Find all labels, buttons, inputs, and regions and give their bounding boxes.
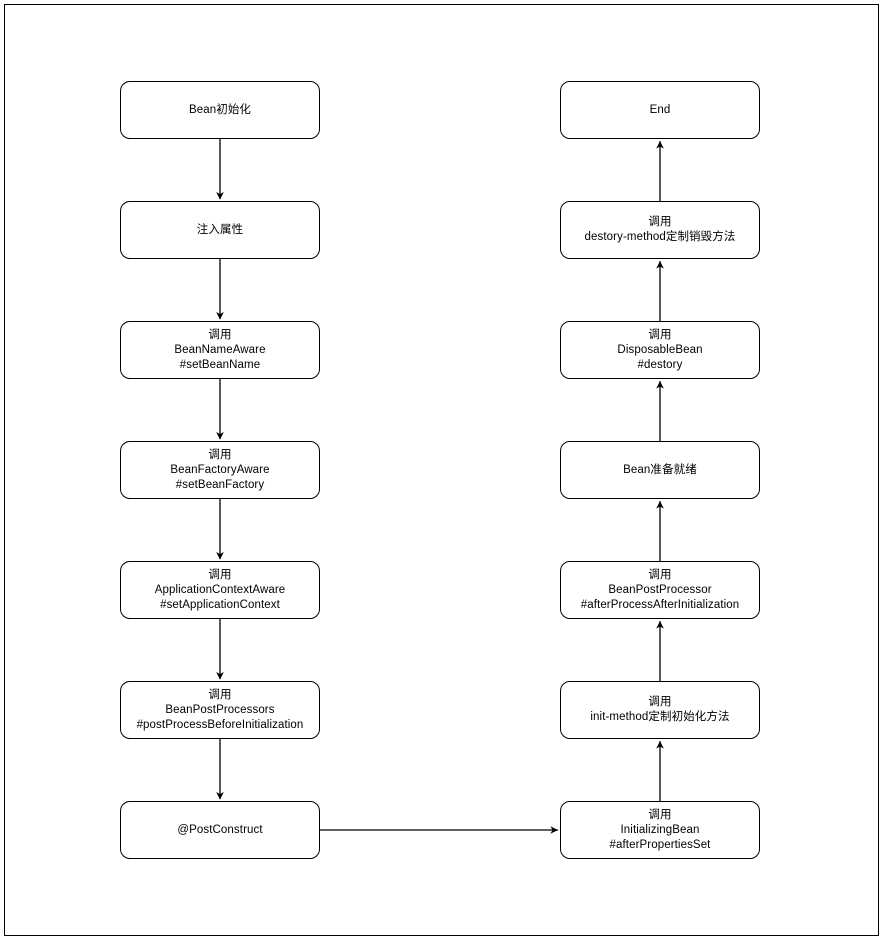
node-initializing-bean-label: 调用 InitializingBean #afterPropertiesSet — [609, 808, 711, 851]
node-disposable-bean[interactable]: 调用 DisposableBean #destory — [560, 321, 760, 379]
node-bean-post-processor-after-label: 调用 BeanPostProcessor #afterProcessAfterI… — [580, 568, 740, 611]
node-initializing-bean[interactable]: 调用 InitializingBean #afterPropertiesSet — [560, 801, 760, 859]
node-bean-factory-aware-label: 调用 BeanFactoryAware #setBeanFactory — [170, 448, 270, 491]
node-bean-ready[interactable]: Bean准备就绪 — [560, 441, 760, 499]
node-inject-properties[interactable]: 注入属性 — [120, 201, 320, 259]
node-destroy-method[interactable]: 调用 destory-method定制销毁方法 — [560, 201, 760, 259]
node-bean-name-aware-label: 调用 BeanNameAware #setBeanName — [174, 328, 266, 371]
node-init-method-label: 调用 init-method定制初始化方法 — [590, 696, 730, 723]
node-inject-properties-label: 注入属性 — [196, 223, 244, 236]
node-bean-init-label: Bean初始化 — [188, 103, 252, 116]
node-bean-post-processors-before-label: 调用 BeanPostProcessors #postProcessBefore… — [136, 688, 304, 731]
node-bean-post-processors-before[interactable]: 调用 BeanPostProcessors #postProcessBefore… — [120, 681, 320, 739]
node-post-construct[interactable]: @PostConstruct — [120, 801, 320, 859]
node-end[interactable]: End — [560, 81, 760, 139]
node-application-context-aware[interactable]: 调用 ApplicationContextAware #setApplicati… — [120, 561, 320, 619]
node-destroy-method-label: 调用 destory-method定制销毁方法 — [584, 216, 736, 243]
node-bean-ready-label: Bean准备就绪 — [623, 463, 697, 476]
node-bean-post-processor-after[interactable]: 调用 BeanPostProcessor #afterProcessAfterI… — [560, 561, 760, 619]
node-bean-factory-aware[interactable]: 调用 BeanFactoryAware #setBeanFactory — [120, 441, 320, 499]
node-application-context-aware-label: 调用 ApplicationContextAware #setApplicati… — [154, 568, 286, 611]
node-disposable-bean-label: 调用 DisposableBean #destory — [617, 328, 703, 371]
node-post-construct-label: @PostConstruct — [177, 823, 263, 836]
node-init-method[interactable]: 调用 init-method定制初始化方法 — [560, 681, 760, 739]
node-bean-name-aware[interactable]: 调用 BeanNameAware #setBeanName — [120, 321, 320, 379]
node-bean-init[interactable]: Bean初始化 — [120, 81, 320, 139]
node-end-label: End — [649, 103, 671, 116]
